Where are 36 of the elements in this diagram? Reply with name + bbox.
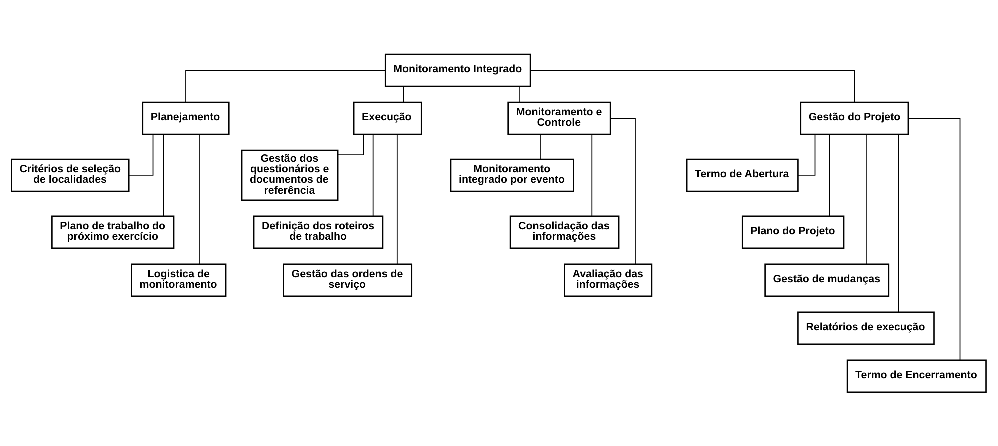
node-box: Definição dos roteiros de trabalho (253, 215, 384, 249)
connector (530, 70, 856, 102)
node-box: Gestão dos questionários e documentos de referência (241, 149, 339, 201)
node-box: Critérios de seleção de localidades (11, 158, 130, 192)
node-box: Monitoramento Integrado (384, 53, 532, 87)
connector (798, 134, 816, 176)
connector (338, 134, 364, 155)
connector (592, 134, 593, 216)
node-box: Gestão de mudanças (764, 263, 890, 297)
node-box: Planejamento (142, 101, 230, 135)
node-box: Monitoramento integrado por evento (450, 158, 574, 192)
connector (403, 86, 404, 102)
node-box: Termo de Encerramento (846, 359, 987, 393)
connector (908, 118, 961, 360)
connector (519, 86, 520, 102)
node-box: Monitoramento e Controle (508, 101, 612, 135)
connector (186, 70, 386, 102)
node-box: Logistica de monitoramento (131, 263, 227, 297)
node-box: Avaliação das informações (564, 263, 653, 297)
node-box: Gestão do Projeto (800, 101, 910, 135)
connector (163, 134, 164, 216)
connector (396, 134, 398, 264)
connector (610, 118, 636, 264)
connector (866, 134, 867, 264)
connector (128, 134, 154, 176)
node-box: Gestão das ordens de serviço (283, 263, 413, 297)
connector (540, 134, 542, 160)
connector (898, 134, 900, 312)
node-box: Plano do Projeto (742, 215, 845, 249)
node-box: Consolidação das informações (510, 215, 620, 249)
node-box: Execução (353, 101, 422, 135)
connector (372, 134, 374, 216)
connector (829, 134, 830, 216)
node-box: Plano de trabalho do próximo exercício (52, 215, 175, 249)
node-box: Termo de Abertura (686, 158, 799, 192)
node-box: Relatórios de execução (798, 311, 935, 345)
